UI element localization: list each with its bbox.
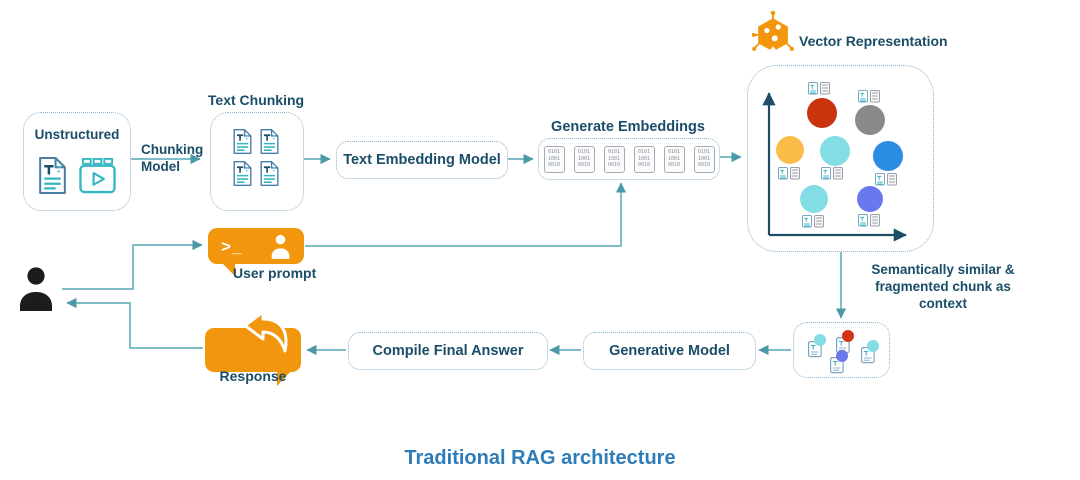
terminal-prompt-icon: >_ [221,236,243,256]
text-chunking-title: Text Chunking [207,92,305,108]
semantic-context-label: Semantically similar & fragmented chunk … [871,262,1015,311]
generate-embeddings-title: Generate Embeddings [551,119,705,135]
response-bubble [205,311,301,386]
vector-point-cyan-mid [820,136,850,180]
vector-point-periwinkle [857,186,883,227]
generative-model-label: Generative Model [609,343,730,359]
response-label: Response [219,368,287,384]
compile-final-answer-box: Compile Final Answer [348,332,548,370]
unstructured-label: Unstructured [34,127,120,142]
person-icon [20,267,52,311]
chunk-doc-icon [260,129,279,154]
chunk-embedding-pair-icon [875,173,897,186]
context-chunks-art [807,330,879,374]
speech-tail [277,370,292,386]
chunk-doc-icon [233,161,252,186]
arrow-user-prompt-to-embeddings [305,182,627,247]
reply-arrow-icon [243,311,288,353]
vector-point-blue [873,141,903,186]
vector-point-amber [776,136,804,180]
chunk-embedding-pair-icon [858,214,880,227]
context-chunk-doc [860,340,879,364]
vector-representation-label: Vector Representation [799,33,948,49]
context-chunk-doc [807,334,826,358]
arrow-person-to-user-prompt [62,239,203,290]
vector-scatter-plot [762,82,907,242]
chunk-embedding-pair-icon [821,167,843,180]
vector-representation-box [747,65,934,252]
text-embedding-model-box: Text Embedding Model [336,141,508,179]
generative-model-box: Generative Model [583,332,756,370]
chunk-embedding-pair-icon [808,82,830,95]
user-prompt-bubble: >_ [208,228,304,276]
vector-point-gray [855,90,885,135]
text-embedding-model-label: Text Embedding Model [343,152,501,168]
unstructured-box: Unstructured [23,112,131,211]
context-chunk-doc [829,350,848,374]
video-file-icon [79,157,116,194]
chunking-model-label: Chunking Model [141,142,204,174]
context-chunk-doc [835,330,854,354]
text-document-icon [38,157,67,194]
diagram-title: Traditional RAG architecture [404,447,676,469]
user-icon [271,234,290,259]
chunk-embedding-pair-icon [858,90,880,103]
text-chunking-box [210,112,304,211]
vector-cube-icon [752,10,794,53]
user-prompt-label: User prompt [233,265,317,281]
speech-tail [221,262,235,276]
compile-final-answer-label: Compile Final Answer [372,343,524,359]
chunk-embedding-pair-icon [778,167,800,180]
chunk-doc-icon [233,129,252,154]
chunk-doc-icon [260,161,279,186]
chunk-embedding-pair-icon [802,215,824,228]
vector-point-cyan-low [800,185,828,228]
context-chunks-box [793,322,890,378]
arrow-response-to-person [66,297,203,349]
vector-point-red [807,82,837,128]
